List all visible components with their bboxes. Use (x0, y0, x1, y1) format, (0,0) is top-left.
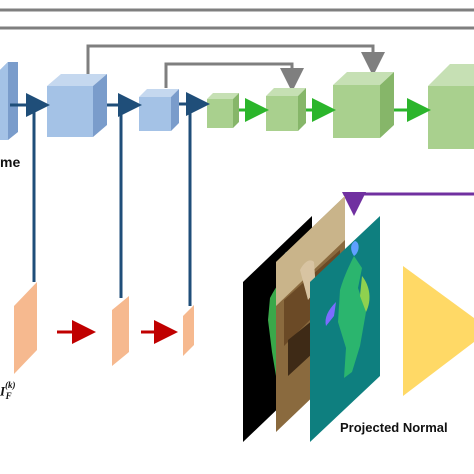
image-panel-normal (310, 216, 380, 442)
frame-label: me (0, 154, 21, 170)
encoder-block-1 (47, 74, 107, 137)
feature-symbol: I (0, 383, 6, 399)
output-triangle (403, 266, 474, 396)
encoder-block-2 (139, 89, 179, 131)
feature-map-2 (112, 296, 129, 366)
decoder-block-3 (428, 64, 474, 149)
skip-connection-1 (86, 44, 385, 76)
decoder-block-1 (266, 88, 306, 131)
feature-map-3 (183, 305, 194, 356)
feature-superscript: (k) (5, 380, 16, 390)
feature-subscript: F (5, 390, 12, 401)
normal-feedback-line (342, 192, 474, 216)
feature-math-label: I(k)F (0, 380, 22, 401)
encoder-block-0 (0, 62, 18, 140)
projected-normal-label: Projected Normal (340, 420, 448, 435)
decoder-block-2 (333, 72, 394, 138)
decoder-block-0 (207, 93, 239, 128)
skip-connection-2 (164, 62, 304, 92)
feature-map-1 (14, 282, 37, 374)
